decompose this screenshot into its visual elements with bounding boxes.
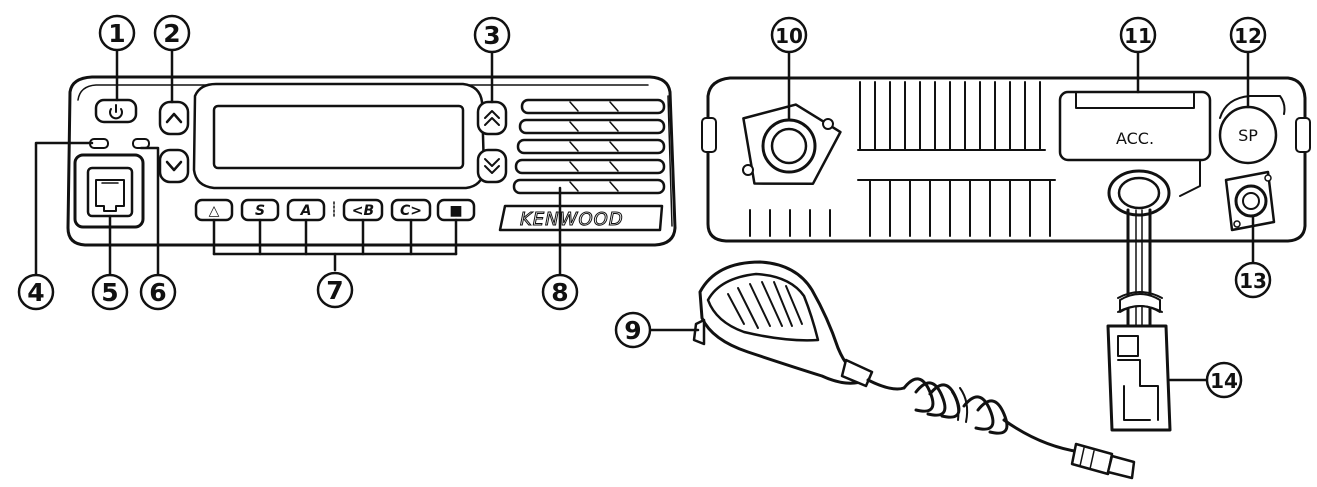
callout-3: 3 — [473, 16, 511, 54]
svg-text:C>: C> — [400, 203, 422, 219]
svg-text:6: 6 — [149, 278, 166, 307]
svg-text:2: 2 — [163, 19, 180, 48]
acc-connector: ACC. — [1058, 90, 1212, 197]
svg-text:9: 9 — [624, 316, 641, 345]
svg-text:■: ■ — [449, 203, 462, 219]
svg-text:14: 14 — [1210, 369, 1238, 393]
callout-11: 11 — [1119, 16, 1157, 54]
callout-12: 12 — [1229, 16, 1267, 54]
svg-text:<B: <B — [352, 203, 374, 219]
mic-jack — [73, 153, 145, 229]
sp-label: SP — [1238, 126, 1258, 145]
svg-text:S: S — [255, 203, 265, 219]
volume-up-button[interactable] — [476, 100, 508, 136]
power-icon — [109, 104, 123, 120]
svg-text:11: 11 — [1124, 24, 1152, 48]
callout-4: 4 — [17, 273, 55, 311]
svg-text:1: 1 — [108, 19, 125, 48]
channel-up-button[interactable] — [158, 100, 190, 136]
callout-9: 9 — [614, 311, 652, 349]
svg-text:3: 3 — [483, 21, 500, 50]
brand-plate: KENWOOD — [498, 204, 664, 232]
svg-text:A: A — [300, 203, 312, 219]
callout-1: 1 — [98, 14, 136, 52]
antenna-connector — [742, 103, 842, 185]
external-jack — [1224, 170, 1276, 232]
rj45-jack-icon — [95, 179, 125, 212]
callout-2: 2 — [153, 14, 191, 52]
brand-logo: KENWOOD — [520, 209, 624, 230]
volume-down-button[interactable] — [476, 148, 508, 184]
callout-8: 8 — [541, 273, 579, 311]
channel-down-button[interactable] — [158, 148, 190, 184]
light-sensor — [132, 138, 150, 149]
svg-text:△: △ — [209, 203, 220, 219]
svg-text:13: 13 — [1239, 269, 1267, 293]
callout-14: 14 — [1205, 361, 1243, 399]
heatsink — [749, 81, 1056, 237]
acc-label: ACC. — [1116, 129, 1154, 148]
key-c[interactable]: C> — [390, 198, 432, 222]
power-cable-grommet — [1107, 169, 1171, 217]
rear-panel: ACC. SP — [701, 76, 1311, 243]
callout-6: 6 — [139, 273, 177, 311]
leader-lines — [34, 48, 1255, 382]
key-stop[interactable]: ■ — [436, 198, 476, 222]
callouts: 1 2 3 4 5 6 7 8 — [17, 14, 1272, 399]
key-a[interactable]: A — [286, 198, 326, 222]
power-button[interactable] — [94, 98, 138, 124]
key-s[interactable]: S — [240, 198, 280, 222]
svg-text:8: 8 — [551, 278, 568, 307]
callout-10: 10 — [770, 16, 808, 54]
microphone — [692, 260, 1136, 480]
callout-5: 5 — [91, 273, 129, 311]
callout-13: 13 — [1234, 261, 1272, 299]
front-panel: KENWOOD △ S A <B C> — [66, 75, 677, 272]
antenna-connector-icon — [761, 118, 817, 174]
speaker-jack: SP — [1218, 95, 1286, 165]
callout-7: 7 — [316, 271, 354, 309]
svg-text:12: 12 — [1234, 24, 1262, 48]
lcd-display — [192, 82, 486, 190]
svg-text:10: 10 — [775, 24, 803, 48]
svg-text:5: 5 — [101, 278, 118, 307]
mic-plug — [1070, 442, 1136, 480]
key-1[interactable]: △ — [194, 198, 234, 222]
double-chevron-down-icon — [484, 158, 500, 174]
double-chevron-up-icon — [484, 110, 500, 126]
keys-bracket — [212, 218, 458, 272]
svg-text:7: 7 — [326, 276, 343, 305]
power-plug — [1106, 324, 1172, 432]
key-b[interactable]: <B — [342, 198, 384, 222]
chevron-up-icon — [165, 112, 183, 124]
svg-text:4: 4 — [27, 278, 44, 307]
speaker-grille — [512, 98, 666, 195]
chevron-down-icon — [165, 160, 183, 172]
